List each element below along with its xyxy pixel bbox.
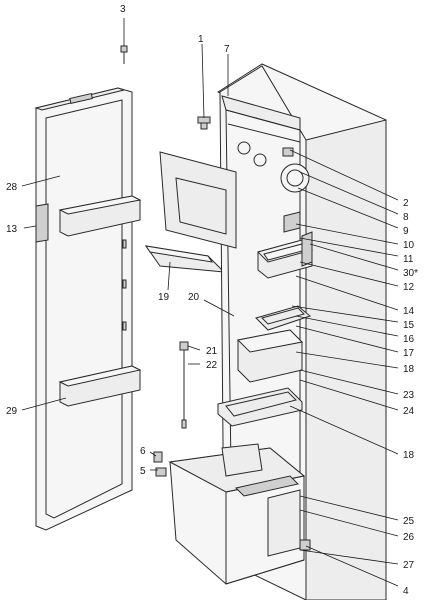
foot-part [299,539,311,551]
lower-shelf-part [217,387,303,427]
callout-15: 15 [403,320,415,331]
callout-25: 25 [403,516,415,527]
callout-8: 8 [403,212,409,223]
callout-4: 4 [403,586,409,597]
callout-23: 23 [403,390,415,401]
middle-shelf-part [255,305,312,331]
upper-shelf-part [257,231,313,279]
lamp-part [282,147,294,157]
callout-3: 3 [120,4,126,15]
door-assembly [34,87,142,531]
callout-18-upper: 18 [403,364,415,375]
callout-28: 28 [6,182,18,193]
thermostat-knob-part [197,116,211,130]
callout-30: 30* [403,268,418,279]
callout-1: 1 [198,34,204,45]
callout-16: 16 [403,334,415,345]
callout-13: 13 [6,224,18,235]
callout-11: 11 [403,254,414,265]
callout-24: 24 [403,406,415,417]
callout-17: 17 [403,348,415,359]
screw-part [120,45,128,64]
callout-18-lower: 18 [403,450,415,461]
callout-29: 29 [6,406,18,417]
callout-12: 12 [403,282,415,293]
callout-27: 27 [403,560,415,571]
bottom-hinge-part [153,451,167,477]
freezer-drawer-part [168,443,306,585]
sensor-cable-part [179,341,189,429]
callout-21: 21 [206,346,218,357]
callout-20: 20 [188,292,200,303]
leader-lines [21,18,399,587]
callout-6: 6 [140,446,146,457]
callout-14: 14 [403,306,415,317]
callout-10: 10 [403,240,415,251]
callout-9: 9 [403,226,409,237]
callout-19: 19 [158,292,170,303]
callout-26: 26 [403,532,415,543]
callout-2: 2 [403,198,409,209]
crisper-box-part [236,329,304,383]
callout-7: 7 [224,44,230,55]
callout-labels: 1 2 3 4 5 6 7 8 9 10 11 30* 12 13 14 15 … [6,4,418,597]
callout-5: 5 [140,466,146,477]
evaporator-cover-part [159,151,237,249]
callout-22: 22 [206,360,218,371]
